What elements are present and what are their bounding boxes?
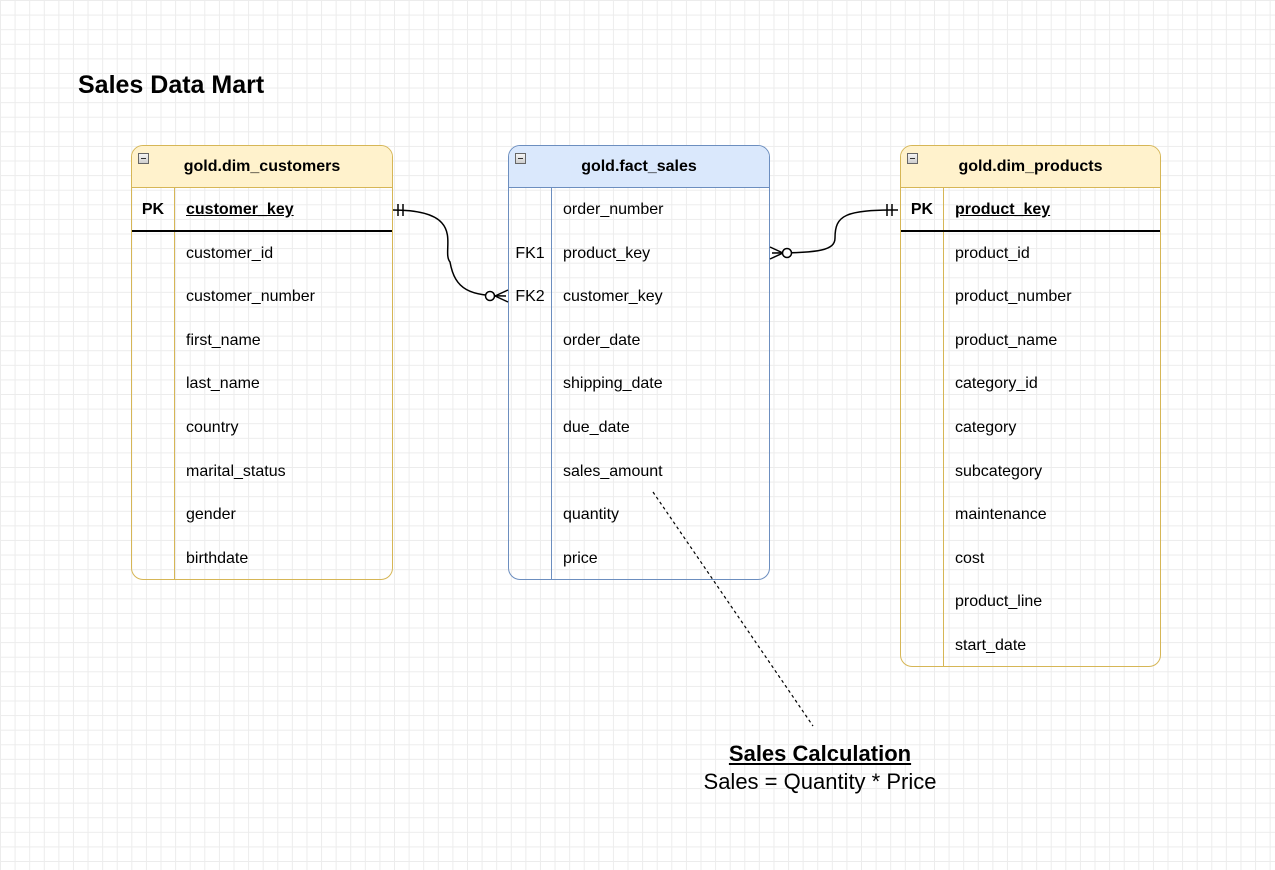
table-row[interactable]: sales_amount [509,450,769,494]
table-name: gold.dim_products [958,158,1103,175]
field-name: subcategory [955,462,1043,480]
key-label: FK2 [515,288,545,306]
table-name: gold.fact_sales [581,158,697,175]
key-label: PK [141,201,165,218]
note-connector [652,491,814,727]
crowfoot-icon [769,252,784,260]
field-name: sales_amount [563,462,663,480]
table-row[interactable]: order_number [509,188,769,232]
collapse-icon[interactable] [515,153,526,164]
field-name: shipping_date [563,375,663,393]
field-name: product_line [955,593,1043,611]
field-name: product_key [955,201,1051,218]
field-name: product_key [563,244,651,262]
table-row[interactable]: PK product_key [901,188,1160,232]
table-row[interactable]: country [132,406,392,450]
table-row[interactable]: subcategory [901,450,1160,494]
table-row[interactable]: customer_number [132,275,392,319]
field-name: customer_key [186,201,294,218]
column-divider [174,188,175,579]
field-name: price [563,549,598,567]
field-name: quantity [563,506,620,524]
table-header: gold.fact_sales [509,146,769,188]
zero-mark-icon [781,247,793,259]
note-title: Sales Calculation [728,741,912,766]
field-name: country [186,418,239,436]
table-dim-products[interactable]: gold.dim_products PK product_key product_i… [900,145,1161,667]
field-name: birthdate [186,549,249,567]
table-name: gold.dim_customers [183,158,341,175]
field-name: order_number [563,201,664,218]
table-row[interactable]: order_date [509,319,769,363]
diagram-title: Sales Data Mart [78,71,265,99]
crowfoot-icon [494,295,509,303]
table-row[interactable]: product_id [901,232,1160,276]
table-row[interactable]: category_id [901,362,1160,406]
key-label: PK [910,201,934,218]
table-header: gold.dim_customers [132,146,392,188]
table-row[interactable]: FK2 customer_key [509,275,769,319]
crowfoot-icon [769,246,784,254]
table-header: gold.dim_products [901,146,1160,188]
field-name: cost [955,549,985,567]
table-row[interactable]: due_date [509,406,769,450]
field-name: first_name [186,331,261,349]
table-row[interactable]: start_date [901,624,1160,666]
table-row[interactable]: product_line [901,580,1160,624]
table-row[interactable]: category [901,406,1160,450]
column-divider [551,188,552,579]
field-name: customer_key [563,288,663,306]
field-name: customer_id [186,244,274,262]
table-row[interactable]: PK customer_key [132,188,392,232]
zero-mark-icon [484,290,496,302]
field-name: gender [186,506,236,524]
table-row[interactable]: birthdate [132,537,392,579]
relationship-products-sales[interactable] [771,209,899,254]
table-row[interactable]: quantity [509,493,769,537]
table-row[interactable]: first_name [132,319,392,363]
table-row[interactable]: customer_id [132,232,392,276]
table-row[interactable]: last_name [132,362,392,406]
field-name: last_name [186,375,260,393]
crowfoot-icon [494,289,509,297]
field-name: maintenance [955,506,1047,524]
table-row[interactable]: shipping_date [509,362,769,406]
field-name: due_date [563,418,630,436]
key-label: FK1 [515,244,545,262]
field-name: customer_number [186,288,315,306]
relationship-customers-sales[interactable] [392,209,507,297]
field-name: product_number [955,288,1072,306]
field-name: product_id [955,244,1030,262]
collapse-icon[interactable] [138,153,149,164]
table-row[interactable]: product_number [901,275,1160,319]
table-row[interactable]: maintenance [901,493,1160,537]
table-row[interactable]: marital_status [132,450,392,494]
note-body: Sales = Quantity * Price [703,769,937,794]
table-rows: PK customer_key customer_id customer_number… [132,188,392,579]
field-name: product_name [955,331,1058,349]
column-divider [943,188,944,666]
sales-calculation-note[interactable]: Sales Calculation Sales = Quantity * Pri… [660,740,980,796]
field-name: category [955,418,1017,436]
table-row[interactable]: cost [901,537,1160,581]
field-name: start_date [955,636,1027,654]
field-name: category_id [955,375,1038,393]
table-row[interactable]: FK1 product_key [509,232,769,276]
table-row[interactable]: price [509,537,769,579]
field-name: order_date [563,331,641,349]
table-row[interactable]: product_name [901,319,1160,363]
table-row[interactable]: gender [132,493,392,537]
field-name: marital_status [186,462,286,480]
collapse-icon[interactable] [907,153,918,164]
